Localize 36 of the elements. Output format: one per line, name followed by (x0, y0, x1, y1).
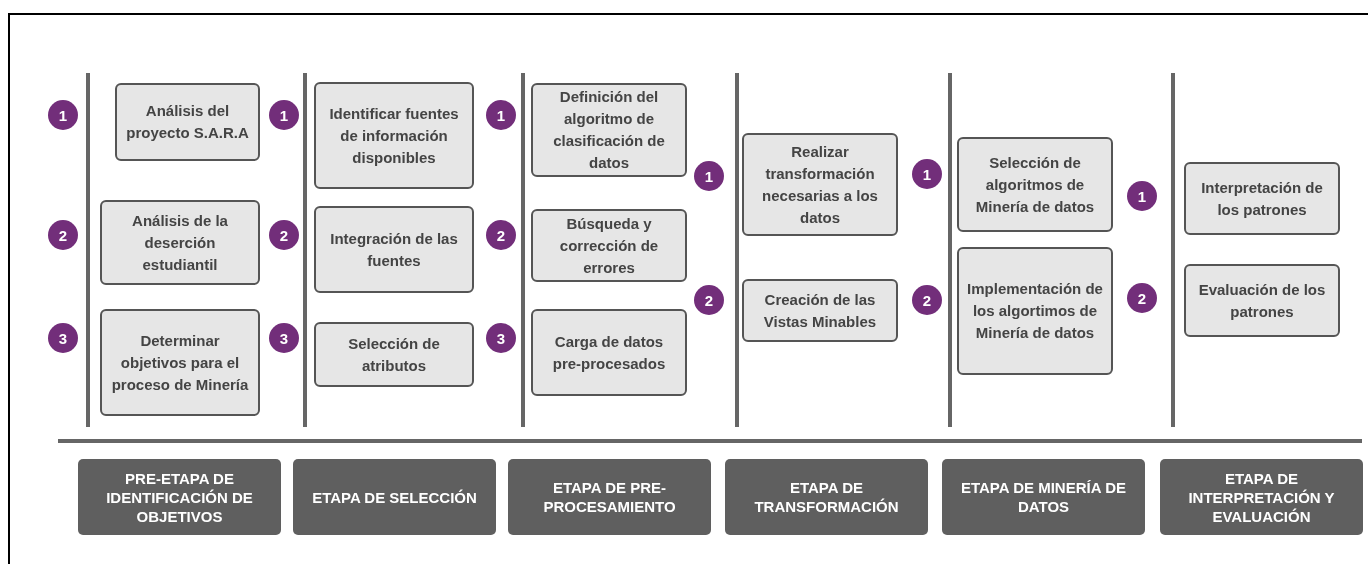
step-box: Selección de algoritmos de Minería de datos (957, 137, 1113, 232)
callout-number: 1 (486, 100, 516, 130)
stage-box: ETAPA DE INTERPRETACIÓN Y EVALUACIÓN (1160, 459, 1363, 535)
step-box: Implementación de los algortimos de Minería de datos (957, 247, 1113, 375)
callout-number: 2 (486, 220, 516, 250)
step-box: Análisis de la deserción estudiantil (100, 200, 260, 285)
callout-number: 3 (486, 323, 516, 353)
callout-number: 3 (48, 323, 78, 353)
step-box: Carga de datos pre-procesados (531, 309, 687, 396)
step-box: Creación de las Vistas Minables (742, 279, 898, 342)
stage-box: PRE-ETAPA DE IDENTIFICACIÓN DE OBJETIVOS (78, 459, 281, 535)
callout-number: 1 (912, 159, 942, 189)
stage-box: ETAPA DE PRE-PROCESAMIENTO (508, 459, 711, 535)
callout-number: 1 (694, 161, 724, 191)
step-box: Identificar fuentes de información disponibles (314, 82, 474, 189)
callout-number: 1 (1127, 181, 1157, 211)
stage-box: ETAPA DE SELECCIÓN (293, 459, 496, 535)
step-box: Integración de las fuentes (314, 206, 474, 293)
step-box: Evaluación de los patrones (1184, 264, 1340, 337)
step-box: Análisis del proyecto S.A.R.A (115, 83, 260, 161)
step-box: Determinar objetivos para el proceso de Minería (100, 309, 260, 416)
stage-box: ETAPA DE MINERÍA DE DATOS (942, 459, 1145, 535)
step-box: Interpretación de los patrones (1184, 162, 1340, 235)
callout-number: 1 (48, 100, 78, 130)
callout-number: 2 (694, 285, 724, 315)
callout-number: 1 (269, 100, 299, 130)
stage-box: ETAPA DE TRANSFORMACIÓN (725, 459, 928, 535)
step-box: Selección de atributos (314, 322, 474, 387)
callout-number: 2 (48, 220, 78, 250)
callout-number: 3 (269, 323, 299, 353)
step-box: Realizar transformación necesarias a los datos (742, 133, 898, 236)
step-box: Definición del algoritmo de clasificación de datos (531, 83, 687, 177)
callout-number: 2 (912, 285, 942, 315)
callout-number: 2 (269, 220, 299, 250)
callout-number: 2 (1127, 283, 1157, 313)
step-box: Búsqueda y corrección de errores (531, 209, 687, 282)
